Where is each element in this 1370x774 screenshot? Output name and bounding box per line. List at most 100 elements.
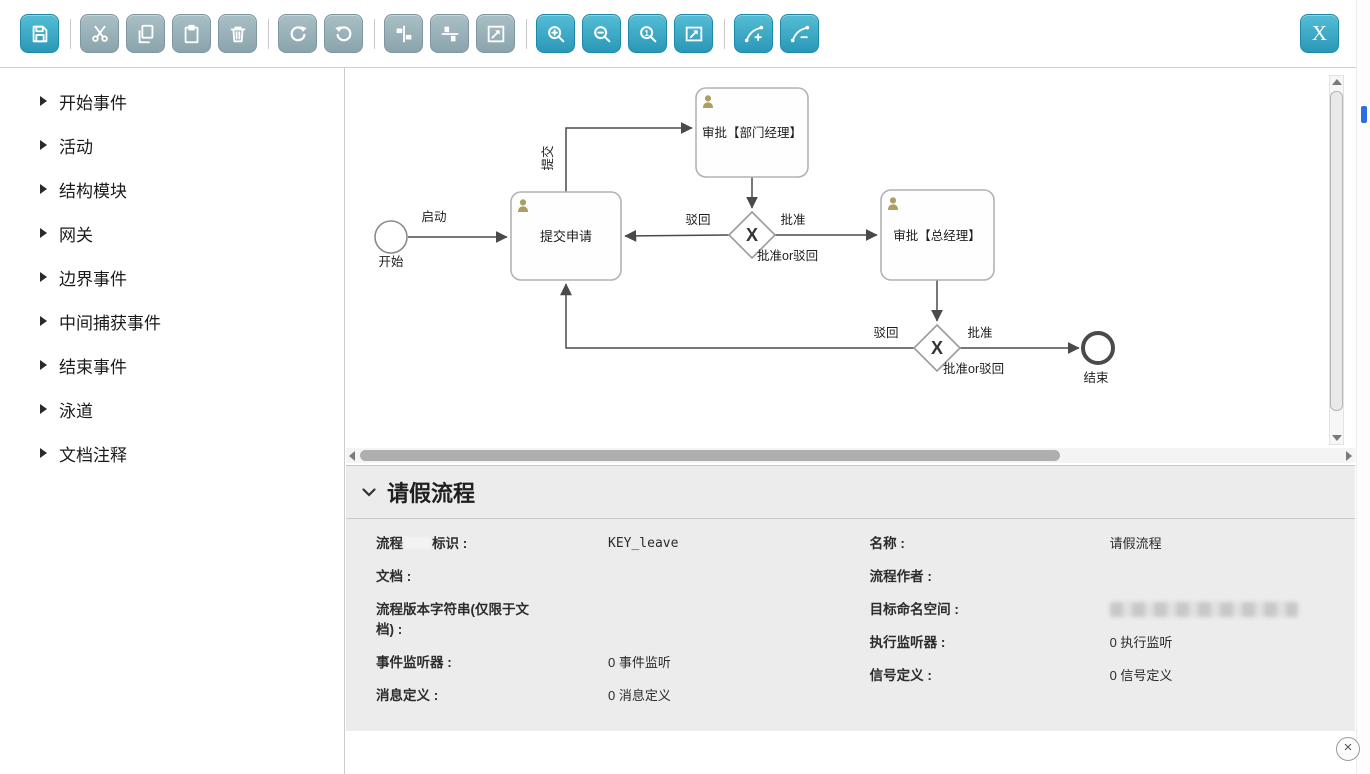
prop-author: 流程作者 : xyxy=(870,567,1355,587)
toolbar-separator xyxy=(526,18,527,49)
palette-item-activities[interactable]: 活动 xyxy=(0,123,344,167)
end-event-label: 结束 xyxy=(1083,371,1109,385)
start-event-label: 开始 xyxy=(378,255,404,269)
zoom-fit-button[interactable] xyxy=(674,14,713,53)
properties-column-left: 流程标识 : KEY_leave 文档 : 流程版本字符串(仅限于文档) : 事… xyxy=(376,534,842,719)
scroll-right-icon[interactable] xyxy=(1346,450,1352,461)
close-editor-button[interactable]: X xyxy=(1300,14,1339,53)
chevron-right-icon xyxy=(40,404,47,414)
add-bendpoint-button[interactable] xyxy=(734,14,773,53)
zoom-out-button[interactable] xyxy=(582,14,621,53)
palette-item-gateways[interactable]: 网关 xyxy=(0,211,344,255)
add-bendpoint-icon xyxy=(743,23,765,45)
palette-item-label: 文档注释 xyxy=(59,445,127,465)
trash-icon xyxy=(227,23,249,45)
prop-value: 0 消息定义 xyxy=(608,688,671,703)
zoom-out-icon xyxy=(591,23,613,45)
chevron-down-icon xyxy=(362,487,376,497)
start-event[interactable] xyxy=(374,220,408,254)
palette-item-intermediate-catching-events[interactable]: 中间捕获事件 xyxy=(0,299,344,343)
flow-reject2[interactable] xyxy=(560,283,914,349)
palette-item-label: 网关 xyxy=(59,225,93,245)
palette-item-label: 泳道 xyxy=(59,401,93,421)
scroll-down-icon[interactable] xyxy=(1331,435,1342,441)
close-dialog-button[interactable]: × xyxy=(1336,737,1360,761)
copy-button[interactable] xyxy=(126,14,165,53)
palette-item-label: 开始事件 xyxy=(59,93,127,113)
gateway1-label: 批准or驳回 xyxy=(757,248,818,263)
zoom-in-button[interactable] xyxy=(536,14,575,53)
undo-button[interactable] xyxy=(324,14,363,53)
chevron-right-icon xyxy=(40,228,47,238)
cut-icon xyxy=(89,23,111,45)
zoom-actual-button[interactable]: 1 xyxy=(628,14,667,53)
task-general-manager[interactable]: 审批【总经理】 xyxy=(880,189,995,281)
canvas-horizontal-scrollbar[interactable] xyxy=(346,448,1355,463)
flow-label-reject1: 驳回 xyxy=(685,213,710,227)
palette-item-label: 活动 xyxy=(59,137,93,157)
palette-item-label: 结构模块 xyxy=(59,181,127,201)
zoom-fit-icon xyxy=(683,23,705,45)
canvas-vertical-scrollbar[interactable] xyxy=(1329,75,1344,445)
cut-button[interactable] xyxy=(80,14,119,53)
task-label: 提交申请 xyxy=(540,229,592,244)
prop-value xyxy=(1109,600,1298,620)
zoom-in-icon xyxy=(545,23,567,45)
task-label: 审批【部门经理】 xyxy=(702,125,802,140)
properties-header[interactable]: 请假流程 xyxy=(346,466,1355,519)
diagram-canvas[interactable]: 启动 提交 驳回 批准 驳回 批准 开始 提交申请 xyxy=(346,68,1355,448)
remove-bendpoint-button[interactable] xyxy=(780,14,819,53)
redacted-text xyxy=(404,537,431,549)
scroll-up-icon[interactable] xyxy=(1331,79,1342,85)
gateway-1[interactable]: X xyxy=(727,210,777,260)
remove-bendpoint-icon xyxy=(789,23,811,45)
redo-icon xyxy=(287,23,309,45)
edge-marker xyxy=(1361,106,1367,123)
resize-button[interactable] xyxy=(476,14,515,53)
save-button[interactable] xyxy=(20,14,59,53)
flow-submit[interactable] xyxy=(565,122,693,192)
prop-value: 请假流程 xyxy=(1109,536,1162,551)
prop-label: 信号定义 : xyxy=(869,668,932,683)
scroll-left-icon[interactable] xyxy=(349,450,355,461)
chevron-right-icon xyxy=(40,184,47,194)
toolbar-separator xyxy=(70,18,71,49)
prop-label: 名称 : xyxy=(869,536,905,551)
prop-execution-listeners: 执行监听器 : 0 执行监听 xyxy=(870,633,1355,653)
flow-label-reject2: 驳回 xyxy=(873,326,898,340)
process-title: 请假流程 xyxy=(387,481,476,506)
palette-item-start-events[interactable]: 开始事件 xyxy=(0,79,344,123)
palette-item-swimlanes[interactable]: 泳道 xyxy=(0,387,344,431)
prop-label: 事件监听器 : xyxy=(376,655,452,670)
prop-label: 执行监听器 : xyxy=(869,635,946,650)
chevron-right-icon xyxy=(40,140,47,150)
palette-item-boundary-events[interactable]: 边界事件 xyxy=(0,255,344,299)
palette-item-label: 边界事件 xyxy=(59,269,127,289)
flow-reject1[interactable] xyxy=(624,229,730,242)
distribute-horizontal-button[interactable] xyxy=(384,14,423,53)
flow-label-approve2: 批准 xyxy=(967,325,992,340)
resize-icon xyxy=(485,23,507,45)
task-submit[interactable]: 提交申请 xyxy=(510,191,622,281)
palette-item-doc-annotations[interactable]: 文档注释 xyxy=(0,431,344,475)
distribute-vertical-icon xyxy=(439,23,461,45)
delete-button[interactable] xyxy=(218,14,257,53)
gateway-x-marker: X xyxy=(931,338,943,358)
bpmn-diagram: 启动 提交 驳回 批准 驳回 批准 开始 提交申请 xyxy=(374,87,1115,385)
palette-item-structural[interactable]: 结构模块 xyxy=(0,167,344,211)
prop-label: 消息定义 : xyxy=(376,688,439,703)
prop-label: 文档 : xyxy=(376,569,412,584)
gateway-2[interactable]: X xyxy=(912,323,962,373)
user-task-icon xyxy=(888,197,898,210)
prop-target-namespace: 目标命名空间 : xyxy=(870,600,1355,620)
paste-button[interactable] xyxy=(172,14,211,53)
distribute-vertical-button[interactable] xyxy=(430,14,469,53)
vertical-scroll-thumb[interactable] xyxy=(1330,91,1343,411)
flow-label-approve1: 批准 xyxy=(780,212,805,227)
palette-item-end-events[interactable]: 结束事件 xyxy=(0,343,344,387)
task-dept-manager[interactable]: 审批【部门经理】 xyxy=(695,87,809,178)
end-event[interactable] xyxy=(1081,331,1115,365)
redo-button[interactable] xyxy=(278,14,317,53)
horizontal-scroll-thumb[interactable] xyxy=(360,450,1060,461)
